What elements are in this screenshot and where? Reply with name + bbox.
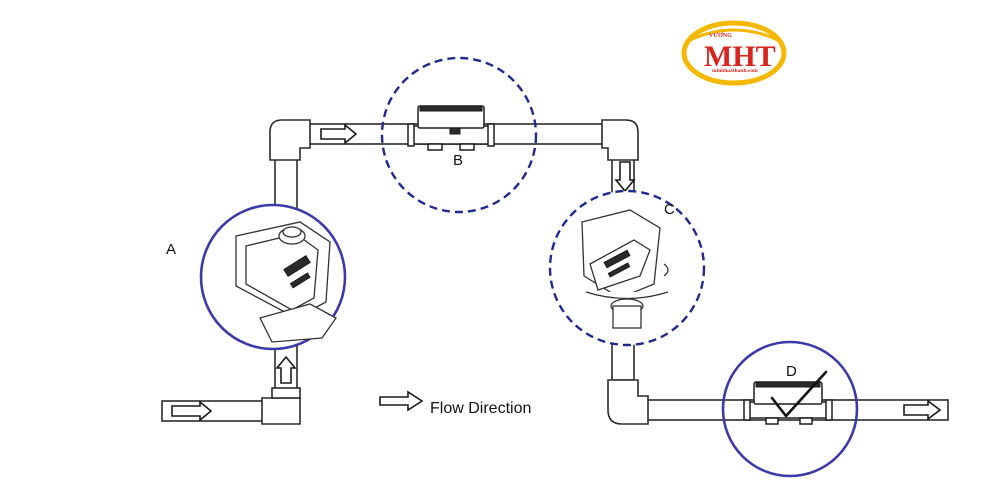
meter-b-register-top (419, 105, 483, 112)
meter-d-flange-left (743, 399, 751, 421)
logo-url-text: minhhoathanh.com (712, 68, 758, 74)
detail-c-display (603, 249, 631, 269)
meter-b-foot-left (427, 143, 443, 151)
legend-text: Flow Direction (430, 400, 531, 417)
legend: Flow Direction (379, 390, 531, 417)
logo-brand-text: MHT (704, 40, 776, 73)
detail-a (199, 203, 347, 351)
logo-small-text: VƯƠNG (709, 32, 732, 39)
label-c: C (664, 201, 675, 218)
detail-a-base (259, 303, 337, 343)
label-d: D (786, 363, 797, 380)
meter-b-center-mark (449, 127, 461, 135)
elbow-bottom-left (261, 397, 301, 425)
detail-a-port-inner (282, 226, 302, 238)
arrow-top-right (320, 123, 358, 145)
flow-arrows (171, 123, 942, 422)
check-mark-icon (770, 370, 828, 418)
meter-d-flange-right (825, 399, 833, 421)
detail-c-display-2 (607, 262, 631, 278)
elbow-top-right (601, 119, 639, 161)
meter-b-flange-right (487, 123, 495, 147)
detail-c-neck (612, 305, 642, 329)
meter-b (407, 105, 495, 151)
detail-circle-d (721, 340, 859, 478)
arrow-inlet-right (171, 400, 213, 422)
arrow-outlet-right (903, 399, 942, 421)
detail-c (548, 189, 706, 347)
label-b: B (453, 152, 463, 169)
logo-arc (689, 28, 779, 42)
arrow-riser-up (275, 355, 297, 384)
meter-b-foot-right (459, 143, 475, 151)
detail-c-face (589, 239, 651, 291)
detail-c-clip (663, 263, 669, 277)
brand-logo: VƯƠNG MHT minhhoathanh.com (681, 20, 787, 86)
detail-circle-b (380, 56, 538, 214)
collar-left (271, 387, 301, 399)
elbow-bottom-right (607, 379, 649, 425)
meter-d-foot-left (765, 417, 779, 425)
meter-d-register-top (755, 381, 821, 388)
detail-a-display (283, 255, 311, 277)
logo-ring (681, 20, 787, 86)
elbow-top-left (269, 119, 311, 161)
legend-arrow-icon (379, 390, 424, 412)
meter-d (743, 370, 833, 425)
label-a: A (166, 241, 176, 258)
arrow-drop-down (614, 161, 636, 193)
meter-b-flange-left (407, 123, 415, 147)
meter-d-foot-right (799, 417, 813, 425)
detail-a-display-2 (289, 272, 311, 289)
